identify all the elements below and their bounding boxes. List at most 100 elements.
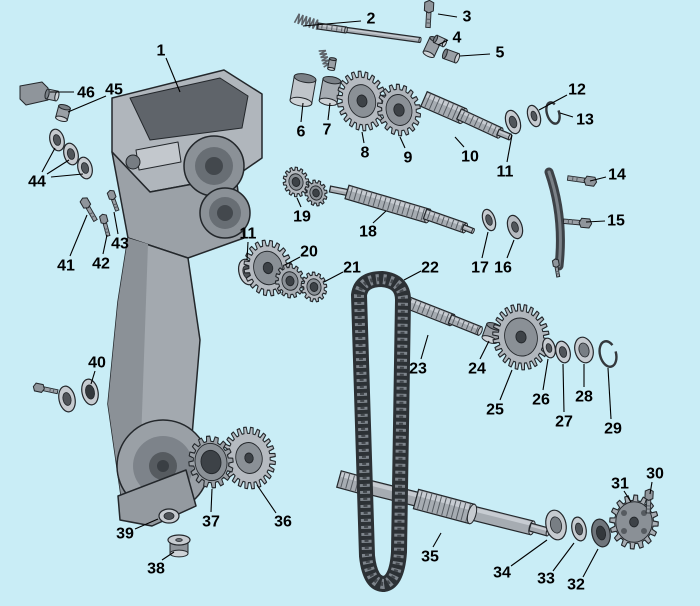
part-42-screw bbox=[98, 213, 111, 237]
part-37-sprocket bbox=[188, 435, 234, 489]
callout-label: 24 bbox=[468, 361, 486, 378]
part-35-tip bbox=[528, 522, 551, 537]
callout-label: 11 bbox=[497, 164, 514, 181]
callout-35: 35 bbox=[421, 532, 442, 566]
part-31-hole-2 bbox=[641, 510, 647, 516]
callout-31: 31 bbox=[611, 476, 632, 503]
callout-label: 14 bbox=[608, 167, 626, 184]
part-16-hub bbox=[506, 214, 524, 240]
part-4-pin bbox=[432, 34, 448, 48]
callout-8: 8 bbox=[361, 131, 370, 162]
callout-21: 21 bbox=[323, 260, 361, 283]
part-29-circlip bbox=[598, 340, 618, 368]
part-45-spacer bbox=[55, 104, 71, 122]
callout-42: 42 bbox=[92, 234, 110, 273]
callout-label: 35 bbox=[421, 549, 439, 566]
part-7-pin bbox=[327, 57, 337, 71]
part-15-screw bbox=[551, 258, 561, 278]
callout-26: 26 bbox=[532, 358, 550, 409]
callout-label: 33 bbox=[537, 571, 555, 588]
callout-9: 9 bbox=[399, 136, 413, 167]
part-40-bearing bbox=[81, 378, 99, 406]
callout-11: 11 bbox=[497, 134, 514, 181]
callout-label: 2 bbox=[367, 11, 376, 28]
housing-boss-hole bbox=[157, 460, 169, 472]
callout-32: 32 bbox=[567, 548, 599, 594]
callout-label: 19 bbox=[293, 209, 311, 226]
callout-20: 20 bbox=[284, 244, 318, 266]
callout-label: 32 bbox=[567, 577, 585, 594]
callout-1: 1 bbox=[157, 43, 181, 93]
callout-2: 2 bbox=[302, 11, 376, 28]
part-31-hole-3 bbox=[621, 528, 627, 534]
callout-38: 38 bbox=[147, 551, 175, 578]
part-12-washer bbox=[526, 104, 542, 128]
part-46-tip bbox=[44, 88, 60, 102]
callout-label: 12 bbox=[568, 82, 586, 99]
part-33-washer bbox=[571, 516, 587, 542]
part-25-gear bbox=[492, 303, 550, 371]
callout-12: 12 bbox=[538, 82, 586, 111]
callout-46: 46 bbox=[50, 85, 95, 102]
part-43-pin bbox=[106, 189, 120, 212]
part-34-bearing bbox=[545, 509, 567, 541]
callout-label: 34 bbox=[493, 565, 511, 582]
callout-label: 29 bbox=[604, 421, 622, 438]
callout-label: 28 bbox=[575, 389, 593, 406]
callout-label: 39 bbox=[116, 526, 134, 543]
part-11-washer bbox=[504, 109, 522, 135]
part-44-washer-3 bbox=[77, 156, 93, 180]
part-15-bolt bbox=[562, 217, 593, 229]
part-35-spline bbox=[412, 488, 478, 525]
part-20-gear-small bbox=[274, 263, 306, 299]
callout-label: 6 bbox=[297, 124, 306, 141]
part-21-gear bbox=[300, 271, 328, 303]
part-41-bolt bbox=[79, 197, 98, 223]
part-39-washer bbox=[158, 508, 180, 524]
callout-label: 21 bbox=[343, 260, 361, 277]
callout-40: 40 bbox=[88, 355, 106, 385]
callout-label: 46 bbox=[77, 85, 95, 102]
callout-3: 3 bbox=[437, 9, 472, 26]
part-2-detent-spring bbox=[318, 49, 331, 68]
callout-33: 33 bbox=[537, 542, 575, 588]
callout-label: 1 bbox=[157, 43, 166, 60]
callout-label: 7 bbox=[323, 122, 332, 139]
part-44-washer-1 bbox=[49, 128, 65, 152]
callout-13: 13 bbox=[559, 112, 594, 129]
callout-label: 18 bbox=[359, 224, 377, 241]
part-32-seal bbox=[591, 518, 611, 548]
part-44-washer-2 bbox=[63, 142, 79, 166]
callout-label: 13 bbox=[576, 112, 594, 129]
part-27-washer bbox=[555, 340, 571, 364]
callout-label: 9 bbox=[404, 150, 413, 167]
part-2-thread bbox=[316, 22, 348, 34]
callout-23: 23 bbox=[409, 334, 429, 378]
callout-41: 41 bbox=[57, 214, 88, 275]
callout-label: 3 bbox=[463, 9, 472, 26]
part-23-spline bbox=[447, 314, 483, 336]
part-40-washer bbox=[58, 385, 76, 413]
housing-bore-upper-hole bbox=[205, 157, 223, 175]
part-13-circlip bbox=[545, 101, 561, 125]
part-10-shaft-tip bbox=[496, 128, 513, 141]
callout-37: 37 bbox=[202, 488, 220, 531]
callout-label: 8 bbox=[361, 145, 370, 162]
callout-16: 16 bbox=[494, 239, 515, 277]
callout-44: 44 bbox=[28, 147, 84, 191]
callout-label: 41 bbox=[57, 258, 75, 275]
callout-10: 10 bbox=[454, 136, 479, 166]
callout-label: 22 bbox=[421, 260, 439, 277]
callout-7: 7 bbox=[323, 102, 332, 139]
part-7-spacer bbox=[318, 75, 342, 107]
part-9-gear bbox=[376, 83, 422, 137]
part-19-gear-a bbox=[282, 166, 310, 198]
callout-30: 30 bbox=[646, 466, 664, 495]
callout-34: 34 bbox=[493, 539, 548, 582]
callout-label: 31 bbox=[611, 476, 629, 493]
callout-label: 25 bbox=[486, 402, 504, 419]
part-38-flange bbox=[167, 534, 191, 546]
callout-label: 4 bbox=[453, 30, 462, 47]
callout-label: 40 bbox=[88, 355, 106, 372]
